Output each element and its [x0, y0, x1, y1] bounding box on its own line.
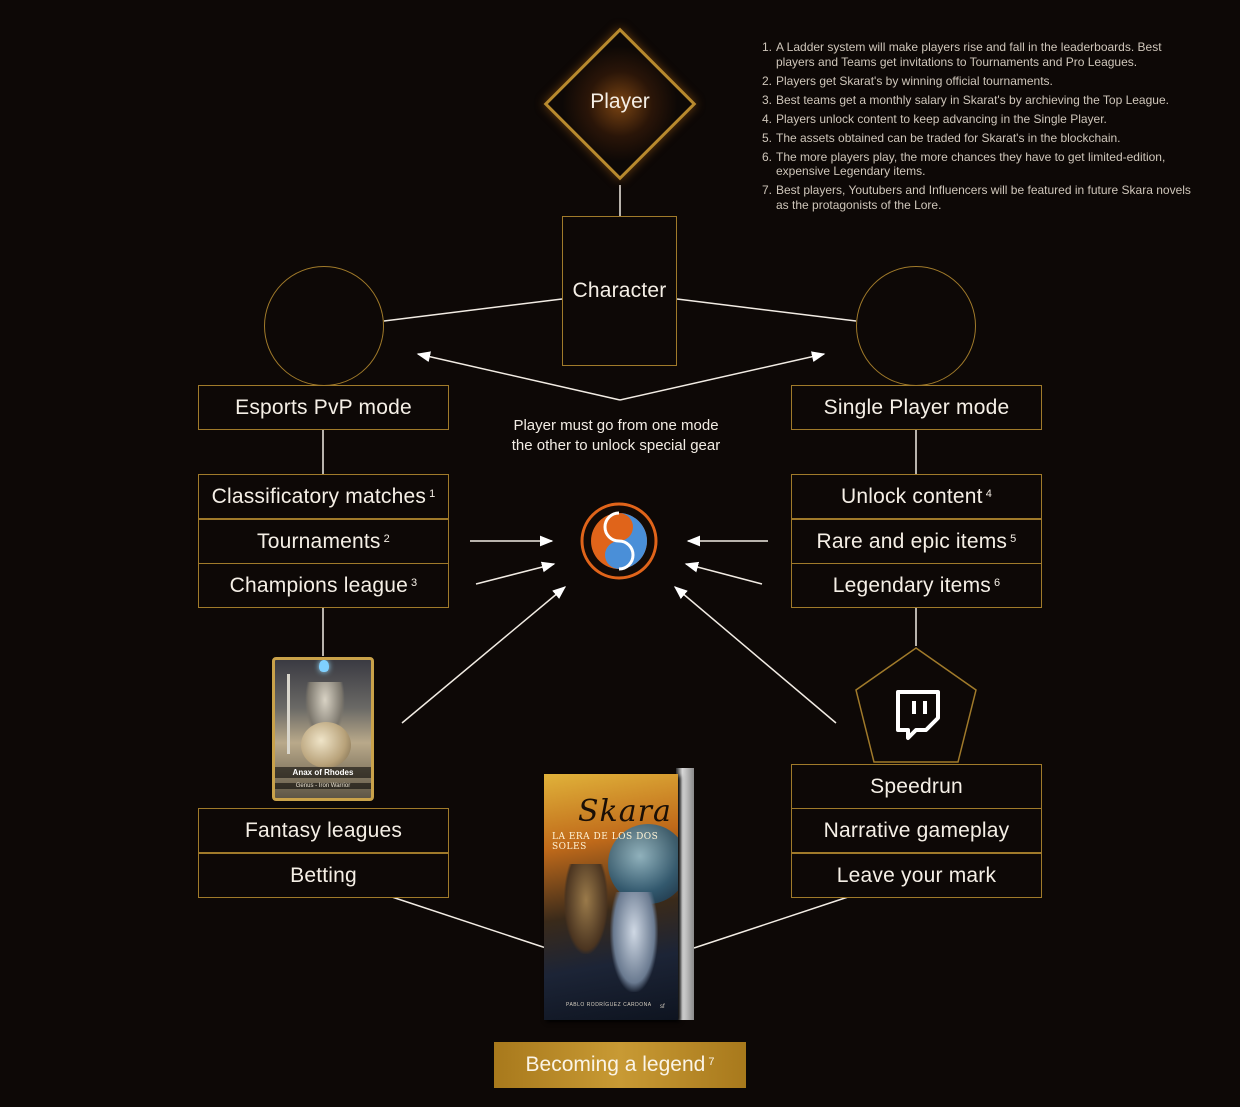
skara-novel-book: Skara LA ERA DE LOS DOS SOLES PABLO RODR…	[544, 768, 694, 1020]
esports-item-label: Tournaments	[257, 529, 381, 553]
stream-item: Leave your mark	[791, 853, 1042, 898]
legend-label: Becoming a legend	[525, 1053, 706, 1076]
character-card: Anax of Rhodes Genus - Iron Warrior	[272, 657, 374, 801]
footnote-text: Players unlock content to keep advancing…	[776, 111, 1107, 126]
card-name: Anax of Rhodes	[275, 767, 371, 778]
footnote-ref: 7	[708, 1056, 715, 1068]
single-item-label: Unlock content	[840, 484, 983, 508]
book-publisher: sf	[660, 1004, 665, 1010]
single-item-label: Legendary items	[832, 573, 991, 597]
footnote-number: 6.	[762, 149, 773, 164]
footnote-ref: 6	[993, 576, 1001, 589]
skara-logo-icon	[580, 502, 658, 580]
single-player-mode-box: Single Player mode	[791, 385, 1042, 430]
footnote-text: Best players, Youtubers and Influencers …	[776, 183, 1191, 212]
single-player-circle	[856, 266, 976, 386]
twitch-icon	[896, 690, 940, 740]
footnotes-list: 1.A Ladder system will make players rise…	[762, 40, 1202, 217]
footnote-number: 1.	[762, 40, 773, 54]
footnote-item: 1.A Ladder system will make players rise…	[762, 40, 1202, 69]
player-label: Player	[590, 90, 650, 113]
footnote-number: 5.	[762, 130, 773, 145]
stream-item: Narrative gameplay	[791, 808, 1042, 853]
footnote-text: A Ladder system will make players rise a…	[776, 40, 1162, 69]
book-cover: Skara LA ERA DE LOS DOS SOLES PABLO RODR…	[544, 774, 678, 1020]
book-planet	[608, 824, 678, 904]
footnote-item: 5.The assets obtained can be traded for …	[762, 131, 1202, 146]
mode-caption-line-1: Player must go from one mode	[513, 417, 719, 434]
footnote-number: 7.	[762, 183, 773, 197]
esports-item-label: Champions league	[229, 573, 408, 597]
footnote-item: 2.Players get Skarat's by winning offici…	[762, 74, 1202, 89]
footnote-item: 4.Players unlock content to keep advanci…	[762, 112, 1202, 127]
character-box: Character	[562, 216, 677, 366]
footnote-item: 3.Best teams get a monthly salary in Ska…	[762, 93, 1202, 108]
mode-caption-line-2: the other to unlock special gear	[511, 437, 721, 454]
book-author: PABLO RODRÍGUEZ CARDONA	[566, 1002, 652, 1008]
card-gem	[319, 660, 329, 672]
card-spear	[287, 674, 290, 754]
footnote-ref: 3	[411, 576, 418, 589]
footnote-ref: 1	[429, 487, 436, 500]
fantasy-item: Fantasy leagues	[198, 808, 449, 853]
footnote-number: 4.	[762, 111, 773, 126]
footnote-ref: 2	[383, 532, 390, 545]
esports-mode-box: Esports PvP mode	[198, 385, 449, 430]
book-warrior	[564, 864, 608, 954]
footnote-number: 2.	[762, 73, 773, 88]
footnote-text: The more players play, the more chances …	[776, 149, 1166, 179]
card-subtitle: Genus - Iron Warrior	[275, 783, 371, 789]
stream-item: Speedrun	[791, 764, 1042, 809]
single-item-label: Rare and epic items	[816, 529, 1008, 553]
footnote-ref: 5	[1010, 532, 1017, 545]
card-shield	[301, 722, 351, 768]
footnote-text: Players get Skarat's by winning official…	[776, 73, 1053, 88]
footnote-item: 6.The more players play, the more chance…	[762, 150, 1202, 179]
book-warrior	[610, 892, 658, 992]
mode-caption: Player must go from one mode the other t…	[490, 416, 742, 456]
twitch-pentagon	[855, 647, 977, 763]
footnote-ref: 4	[985, 487, 993, 500]
footnote-text: Best teams get a monthly salary in Skara…	[776, 92, 1169, 107]
esports-item-label: Classificatory matches	[211, 484, 427, 508]
footnote-item: 7.Best players, Youtubers and Influencer…	[762, 183, 1202, 212]
book-subtitle: LA ERA DE LOS DOS SOLES	[552, 832, 659, 852]
footnote-text: The assets obtained can be traded for Sk…	[776, 130, 1121, 145]
fantasy-item: Betting	[198, 853, 449, 898]
book-title: Skara	[578, 794, 672, 829]
book-spine	[676, 768, 694, 1020]
esports-circle	[264, 266, 384, 386]
footnote-number: 3.	[762, 92, 773, 107]
